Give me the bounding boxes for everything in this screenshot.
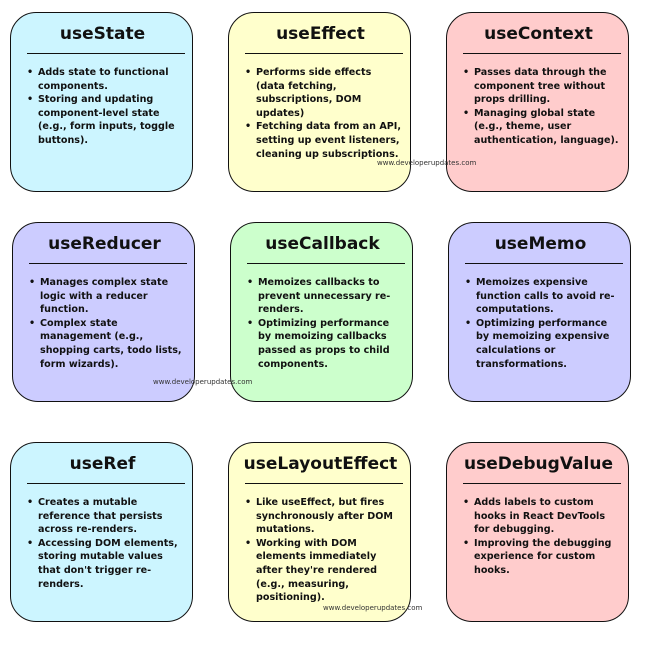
- card-title: useMemo: [494, 234, 587, 254]
- bullet-item: • Adds state to functional components.: [27, 66, 184, 93]
- hook-card-usereducer: useReducer • Manages complex state logic …: [12, 222, 195, 402]
- bullet-list: • Adds labels to custom hooks in React De…: [457, 496, 620, 578]
- watermark-text: www.developerupdates.com: [323, 604, 423, 612]
- title-divider: [29, 263, 187, 264]
- bullet-text: Memoizes callbacks to prevent unnecessar…: [258, 277, 391, 316]
- bullet-text: Optimizing performance by memoizing call…: [258, 317, 390, 370]
- bullet-text: Creates a mutable reference that persist…: [38, 497, 163, 536]
- hook-card-useref: useRef • Creates a mutable reference that…: [10, 442, 193, 622]
- card-title: useDebugValue: [464, 454, 613, 474]
- bullet-icon: •: [247, 277, 254, 288]
- bullet-text: Optimizing performance by memoizing expe…: [476, 317, 610, 370]
- bullet-icon: •: [245, 497, 252, 508]
- card-title: useState: [59, 24, 146, 44]
- bullet-icon: •: [245, 537, 252, 549]
- bullet-list: • Performs side effects (data fetching, s…: [239, 66, 402, 161]
- bullet-icon: •: [245, 121, 252, 133]
- bullet-icon: •: [27, 94, 34, 106]
- bullet-icon: •: [463, 107, 470, 119]
- bullet-text: Accessing DOM elements, storing mutable …: [38, 537, 178, 590]
- watermark-text: www.developerupdates.com: [377, 159, 477, 167]
- bullet-text: Improving the debugging experience for c…: [474, 537, 612, 576]
- bullet-icon: •: [27, 67, 34, 78]
- bullet-list: • Creates a mutable reference that persis…: [21, 496, 184, 591]
- bullet-item: • Manages complex state logic with a redu…: [29, 276, 186, 317]
- bullet-list: • Adds state to functional components. • S…: [21, 66, 184, 148]
- bullet-item: • Storing and updating component-level st…: [27, 93, 184, 147]
- title-divider: [463, 483, 621, 484]
- bullet-item: • Memoizes callbacks to prevent unnecessa…: [247, 276, 404, 317]
- bullet-text: Adds labels to custom hooks in React Dev…: [474, 497, 606, 536]
- bullet-item: • Fetching data from an API, setting up e…: [245, 120, 402, 161]
- bullet-list: • Manages complex state logic with a redu…: [23, 276, 186, 371]
- title-divider: [247, 263, 405, 264]
- bullet-text: Memoizes expensive function calls to avo…: [476, 277, 615, 316]
- card-title: useEffect: [276, 24, 365, 44]
- bullet-icon: •: [27, 537, 34, 549]
- bullet-item: • Memoizes expensive function calls to av…: [465, 276, 622, 317]
- title-divider: [27, 53, 185, 54]
- title-divider: [27, 483, 185, 484]
- bullet-text: Storing and updating component-level sta…: [38, 94, 175, 146]
- card-title: useLayoutEffect: [243, 454, 398, 474]
- title-divider: [463, 53, 621, 54]
- bullet-list: • Passes data through the component tree …: [457, 66, 620, 148]
- title-divider: [245, 53, 403, 54]
- bullet-item: • Optimizing performance by memoizing exp…: [465, 317, 622, 371]
- bullet-item: • Performs side effects (data fetching, s…: [245, 66, 402, 120]
- bullet-item: • Adds labels to custom hooks in React De…: [463, 496, 620, 537]
- hook-card-usecallback: useCallback • Memoizes callbacks to preve…: [230, 222, 413, 402]
- card-title: useCallback: [265, 234, 380, 254]
- bullet-icon: •: [29, 317, 36, 329]
- hook-card-usememo: useMemo • Memoizes expensive function cal…: [448, 222, 631, 402]
- bullet-icon: •: [247, 317, 254, 329]
- bullet-text: Complex state management (e.g., shopping…: [40, 317, 182, 370]
- bullet-icon: •: [463, 497, 470, 508]
- title-divider: [245, 483, 403, 484]
- bullet-text: Adds state to functional components.: [38, 67, 169, 92]
- bullet-icon: •: [465, 317, 472, 329]
- bullet-item: • Managing global state (e.g., theme, use…: [463, 107, 620, 148]
- hook-card-usestate: useState • Adds state to functional compo…: [10, 12, 193, 192]
- bullet-icon: •: [463, 67, 470, 78]
- bullet-icon: •: [27, 497, 34, 508]
- bullet-list: • Like useEffect, but fires synchronously…: [239, 496, 402, 605]
- bullet-text: Like useEffect, but fires synchronously …: [256, 497, 393, 536]
- bullet-icon: •: [245, 67, 252, 78]
- hook-card-uselayouteffect: useLayoutEffect • Like useEffect, but fir…: [228, 442, 411, 622]
- bullet-item: • Working with DOM elements immediately a…: [245, 537, 402, 605]
- hook-card-usecontext: useContext • Passes data through the comp…: [446, 12, 629, 192]
- bullet-text: Working with DOM elements immediately af…: [256, 537, 378, 604]
- bullet-text: Fetching data from an API, setting up ev…: [256, 121, 401, 160]
- bullet-list: • Memoizes expensive function calls to av…: [459, 276, 622, 371]
- bullet-item: • Like useEffect, but fires synchronously…: [245, 496, 402, 537]
- card-title: useContext: [484, 24, 593, 44]
- hook-card-useeffect: useEffect • Performs side effects (data f…: [228, 12, 411, 192]
- bullet-item: • Optimizing performance by memoizing cal…: [247, 317, 404, 371]
- bullet-icon: •: [463, 537, 470, 549]
- bullet-list: • Memoizes callbacks to prevent unnecessa…: [241, 276, 404, 371]
- card-title: useReducer: [48, 234, 161, 254]
- watermark-text: www.developerupdates.com: [153, 378, 253, 386]
- bullet-icon: •: [29, 277, 36, 288]
- title-divider: [465, 263, 623, 264]
- bullet-item: • Passes data through the component tree …: [463, 66, 620, 107]
- bullet-item: • Accessing DOM elements, storing mutable…: [27, 537, 184, 591]
- bullet-item: • Complex state management (e.g., shoppin…: [29, 317, 186, 371]
- bullet-icon: •: [465, 277, 472, 288]
- hook-card-usedebugvalue: useDebugValue • Adds labels to custom hoo…: [446, 442, 629, 622]
- bullet-text: Managing global state (e.g., theme, user…: [474, 107, 619, 146]
- bullet-text: Manages complex state logic with a reduc…: [40, 277, 169, 316]
- card-title: useRef: [69, 454, 136, 474]
- bullet-item: • Improving the debugging experience for …: [463, 537, 620, 578]
- bullet-text: Passes data through the component tree w…: [474, 67, 607, 106]
- bullet-item: • Creates a mutable reference that persis…: [27, 496, 184, 537]
- bullet-text: Performs side effects (data fetching, su…: [256, 67, 372, 119]
